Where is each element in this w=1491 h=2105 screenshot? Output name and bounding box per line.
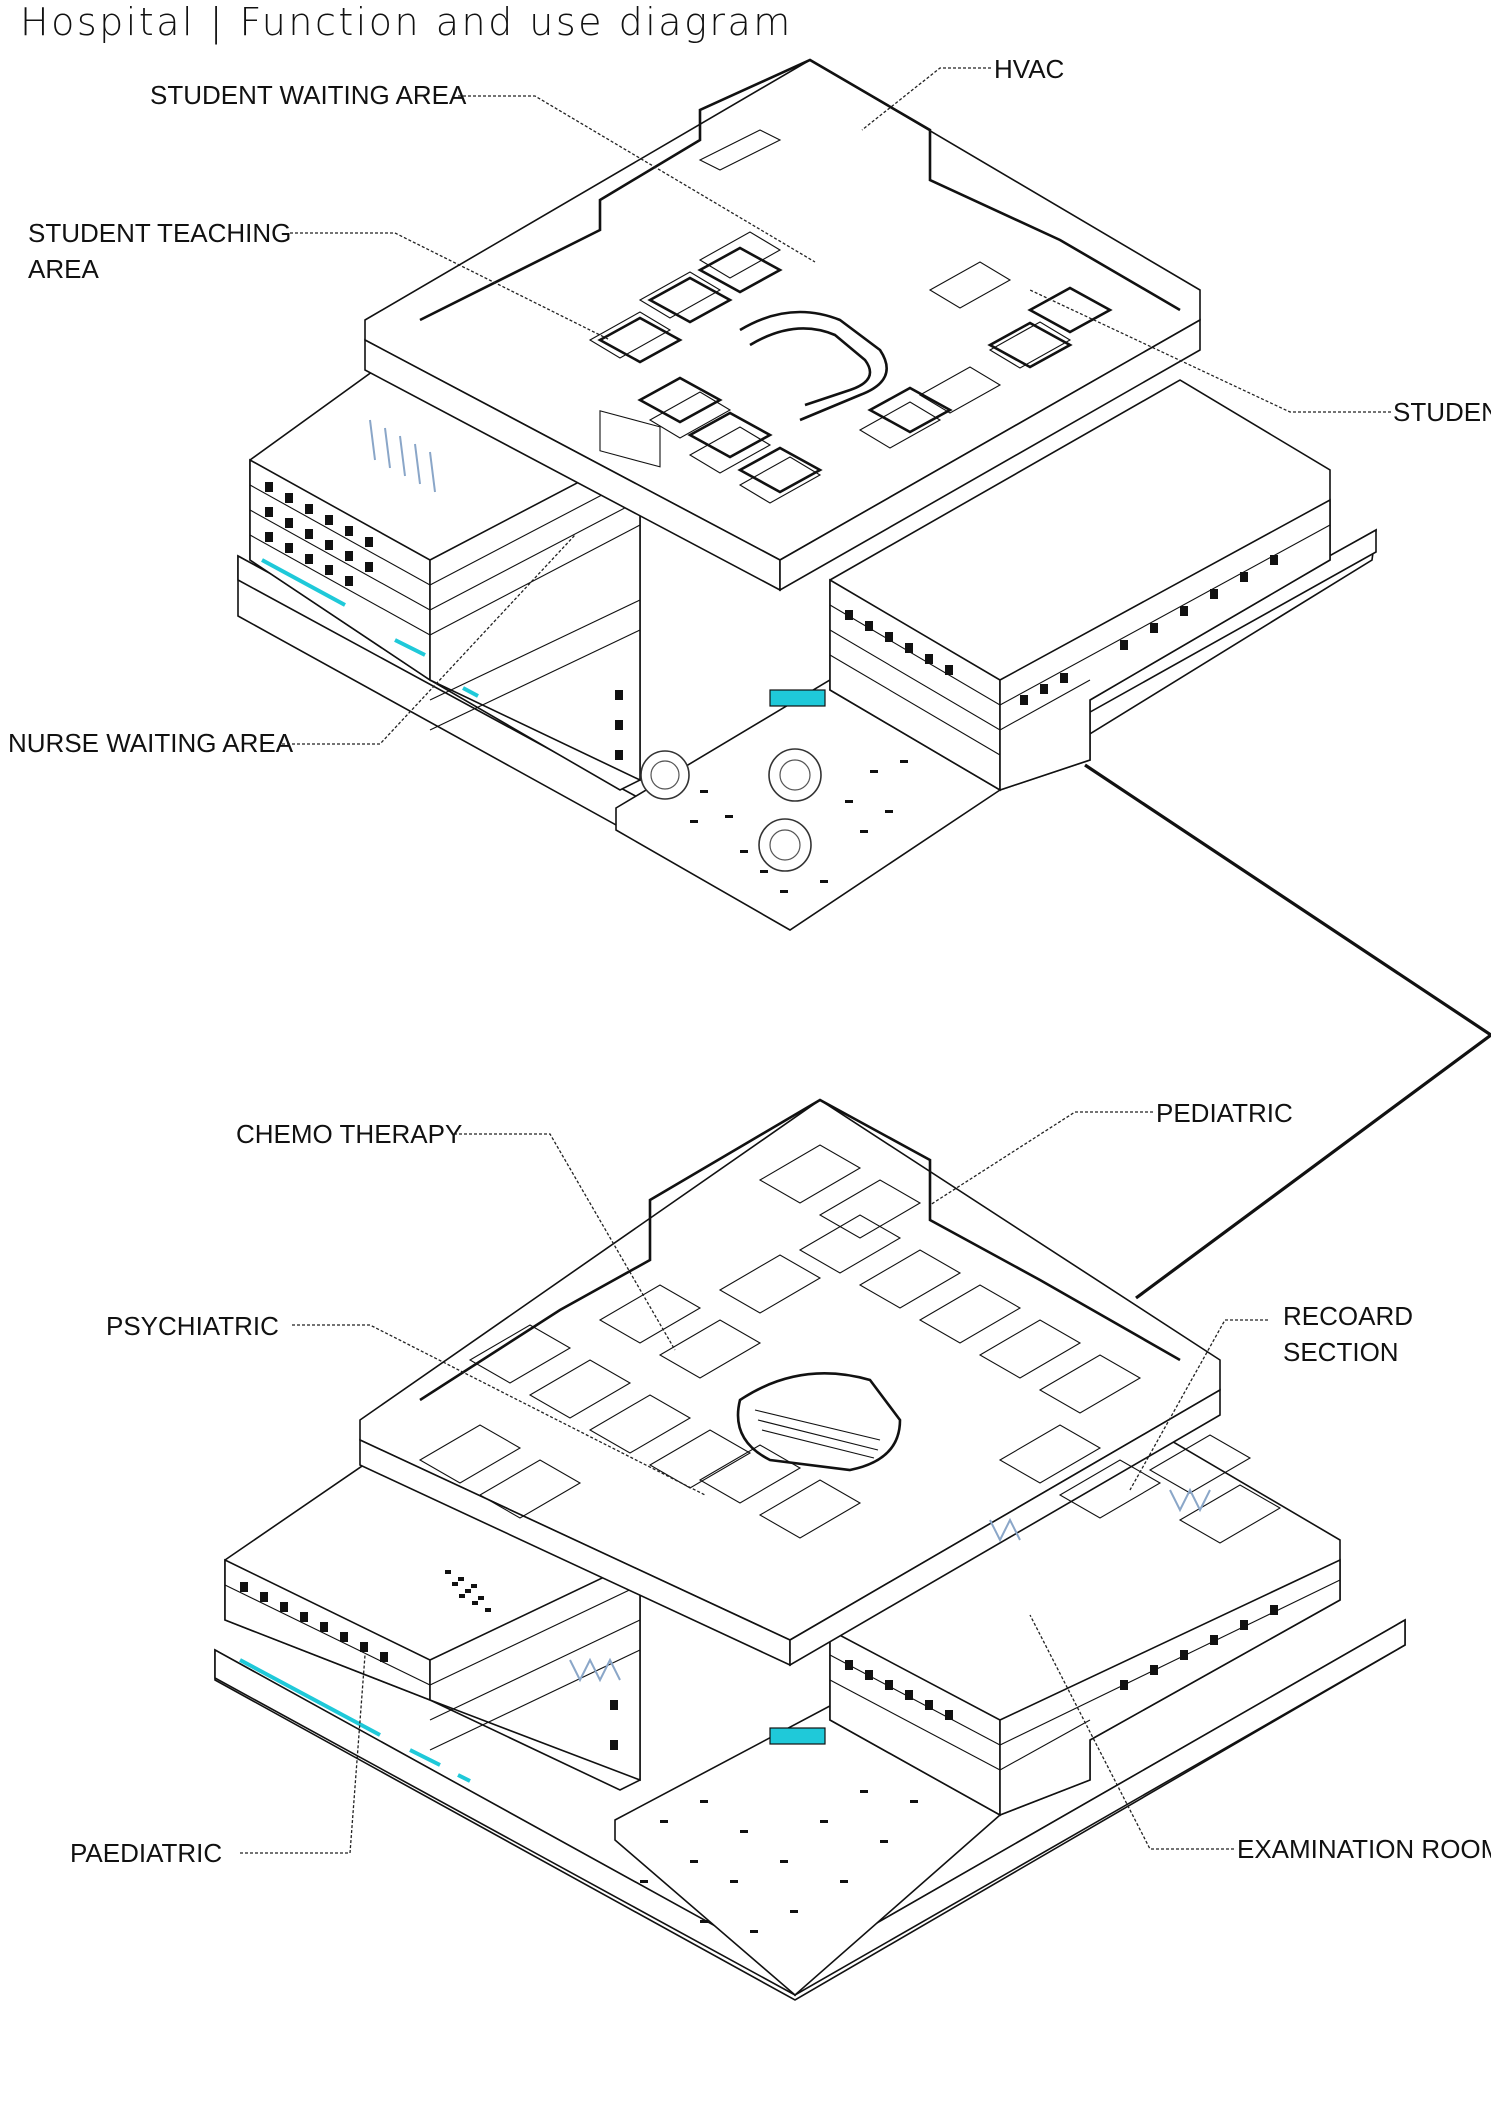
lower-central-stair	[736, 1372, 902, 1472]
courtyard-trees	[640, 748, 822, 872]
label-paediatric: PAEDIATRIC	[70, 1838, 222, 1868]
leader-hvac	[861, 67, 991, 131]
label-chemo-therapy: CHEMO THERAPY	[236, 1119, 462, 1149]
label-psychiatric: PSYCHIATRIC	[106, 1311, 279, 1341]
label-student-cut: STUDEN	[1393, 397, 1491, 427]
leader-examination-room	[1029, 1614, 1234, 1850]
leader-student-teaching-area	[290, 232, 611, 341]
leader-chemo-therapy	[454, 1133, 676, 1351]
upper-curved-stair	[739, 310, 888, 422]
upper-building-model	[237, 58, 1378, 931]
label-record-section-1: RECOARD	[1283, 1301, 1413, 1331]
label-nurse-waiting-area: NURSE WAITING AREA	[8, 728, 294, 758]
leader-psychiatric	[292, 1324, 706, 1496]
page-title: Hospital | Function and use diagram	[20, 0, 793, 44]
leader-student-cut	[1029, 289, 1391, 413]
label-student-teaching-area-1: STUDENT TEACHING	[28, 218, 291, 248]
lower-courtyard-benches	[640, 1790, 918, 1933]
leader-student-waiting-area	[458, 95, 816, 263]
upper-courtyard-benches	[690, 760, 908, 893]
leader-nurse-waiting-area	[282, 534, 576, 745]
lower-building-model	[214, 1098, 1406, 2001]
label-student-teaching-area-2: AREA	[28, 254, 99, 284]
leader-record-section	[1129, 1319, 1268, 1491]
label-student-waiting-area: STUDENT WAITING AREA	[150, 80, 467, 110]
label-pediatric: PEDIATRIC	[1156, 1098, 1293, 1128]
leader-paediatric	[240, 1654, 366, 1854]
label-record-section-2: SECTION	[1283, 1337, 1399, 1367]
lower-seating-block	[445, 1570, 491, 1612]
label-hvac: HVAC	[994, 54, 1064, 84]
label-examination-room: EXAMINATION ROOM	[1237, 1834, 1491, 1864]
leader-pediatric	[929, 1111, 1153, 1206]
floor-connector-line	[1084, 763, 1491, 1300]
